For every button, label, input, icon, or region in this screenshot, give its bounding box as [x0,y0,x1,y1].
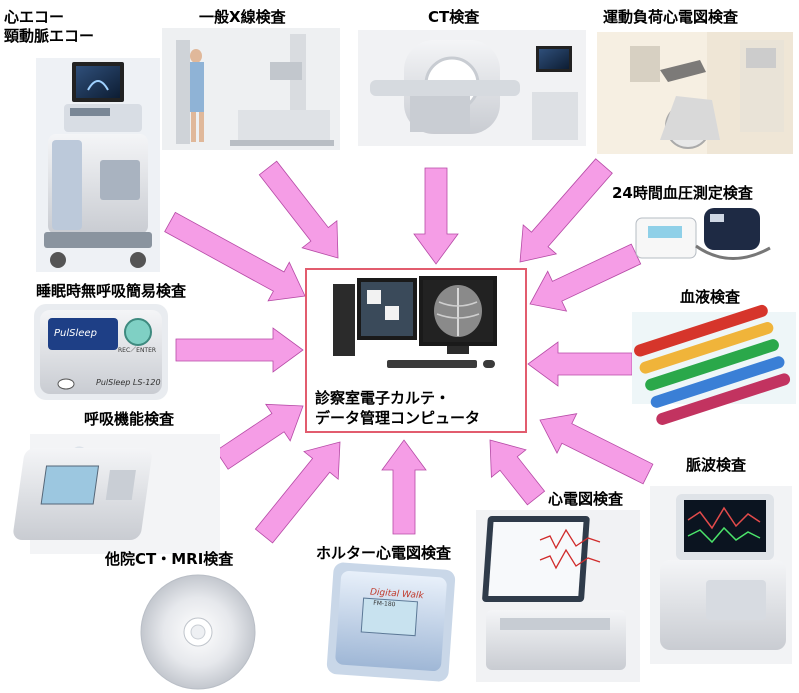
arrow-group [164,158,654,544]
arrow-from-blood [527,341,633,387]
arrow-from-bp24 [529,243,642,312]
label-ct: CT検査 [428,8,480,26]
ct-scanner-image [358,30,586,146]
arrow-from-pulse-wave [539,413,654,485]
respiratory-device-image [13,434,220,554]
arrow-from-holter [381,439,427,535]
holter-model-text: FM-180 [373,600,396,609]
label-xray: 一般X線検査 [199,8,286,26]
label-bp24: 24時間血圧測定検査 [612,184,753,202]
arrow-from-sleep-apnea [175,327,304,373]
label-respiratory: 呼吸機能検査 [84,410,175,428]
cd-disc-image [140,574,256,690]
center-label: 診察室電子カルテ・ データ管理コンピュータ [315,389,481,427]
label-sleep-apnea: 睡眠時無呼吸簡易検査 [36,282,187,300]
arrow-from-ct [413,167,459,265]
blood-test-tubes-image [632,304,796,425]
label-other-ct-mri: 他院CT・MRI検査 [105,550,234,568]
holter-device-image [326,562,456,682]
echo-machine-image [36,58,160,272]
label-blood: 血液検査 [680,288,741,306]
label-echo: 心エコー 頸動脈エコー [4,8,95,45]
pulsleep-brand-text: PulSleep [54,328,97,339]
holter-brand-text: Digital Walk [370,587,425,601]
pulsleep-button-text: REC／ENTER [118,347,156,354]
arrow-from-echo [164,211,306,302]
xray-image [162,28,340,150]
label-ecg: 心電図検査 [548,490,624,508]
bp-monitor-image [635,208,771,260]
arrow-from-xray [258,160,339,259]
pulse-wave-device-image [650,486,792,664]
computer-image [333,276,497,368]
arrow-from-stress-ecg [519,158,613,263]
stress-ecg-bike-image [597,32,793,154]
arrow-from-respiratory [215,403,304,470]
arrow-from-ecg [489,439,546,506]
label-pulse-wave: 脈波検査 [686,456,747,474]
arrow-from-other-ct-mri [254,441,341,544]
sleep-apnea-device-image: PulSleep REC／ENTER PulSleep LS-120 [34,304,168,400]
center-computer-box: 診察室電子カルテ・ データ管理コンピュータ [305,268,527,433]
ecg-device-image [476,510,640,682]
label-stress-ecg: 運動負荷心電図検査 [603,8,739,26]
pulsleep-model-text: PulSleep LS-120 [96,378,161,387]
label-holter: ホルター心電図検査 [316,544,452,562]
